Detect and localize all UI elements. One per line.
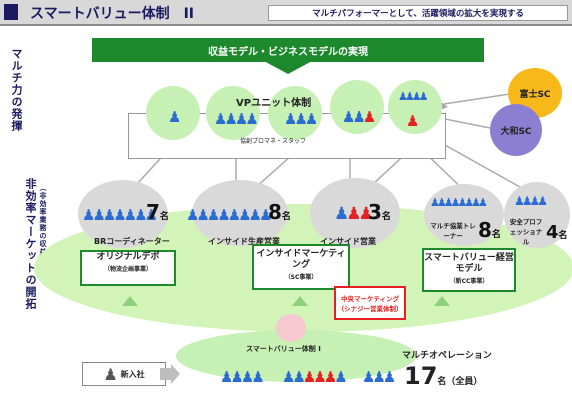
person-icon-group: ♟ xyxy=(168,108,182,126)
arrow-right-icon xyxy=(160,364,180,384)
label-multi-power: マルチ力の発揮 xyxy=(10,48,23,132)
goal-banner: 収益モデル・ビジネスモデルの実現 xyxy=(92,38,484,62)
yamato-sc-circle: 大和SC xyxy=(490,104,542,156)
central-marketing-box: 中央マーケティング（シナジー営業体制） xyxy=(334,286,406,320)
group-circle-inside-production xyxy=(192,180,288,246)
group-count: 8名 xyxy=(268,200,291,224)
person-icon-group: ♟♟♟♟♟♟♟ xyxy=(82,206,158,224)
person-icon: ♟ xyxy=(103,364,117,384)
group-count: 7名 xyxy=(146,200,169,224)
person-icon-group: ♟♟♟♟ xyxy=(214,110,259,128)
person-icon-group: ♟♟♟ xyxy=(284,110,318,128)
vp-circle xyxy=(206,86,260,140)
person-icon-group: ♟ xyxy=(406,112,420,130)
person-icon-group: ♟♟♟ xyxy=(362,368,396,386)
vp-circle xyxy=(330,80,384,134)
new-hire-box: ♟ 新入社 xyxy=(82,362,166,386)
person-icon-group: ♟♟♟♟♟♟♟♟ xyxy=(430,196,488,209)
group-count: 8名 xyxy=(478,218,501,242)
person-icon-group: ♟♟♟ xyxy=(334,204,374,224)
vp-unit-title: VPユニット体制 xyxy=(236,98,312,109)
person-icon-group: ♟♟♟♟ xyxy=(514,194,548,208)
up-arrow-icon xyxy=(292,296,308,306)
group-label: マルチ協業トレーナー xyxy=(430,222,476,240)
group-label: インサイド生産営業 xyxy=(208,237,280,246)
box-original-depot: オリジナルデポ （物流企画事業） xyxy=(80,250,176,286)
box-subtitle: （物流企画事業） xyxy=(103,266,152,273)
label-monetization: （非効率業務の収益化） xyxy=(39,184,47,272)
group-count: 3名 xyxy=(368,200,391,224)
box-subtitle: （新CC事業） xyxy=(449,278,489,285)
box-title: オリジナルデポ xyxy=(96,252,160,262)
group-circle-multi-trainer xyxy=(424,184,504,246)
header-mark xyxy=(4,4,18,20)
box-smart-value-model: スマートバリュー経営モデル （新CC事業） xyxy=(422,248,516,292)
up-arrow-icon xyxy=(122,296,138,306)
page-subtitle: マルチパフォーマーとして、活躍領域の拡大を実現する xyxy=(268,5,568,21)
person-icon-group: ♟♟♟♟♟♟♟♟ xyxy=(186,206,273,224)
vp-staff-label: 協創プロマネ・スタッフ xyxy=(240,138,307,145)
up-arrow-icon xyxy=(434,296,450,306)
vp-circle xyxy=(268,86,322,140)
box-inside-marketing: インサイドマーケティング （SC事業） xyxy=(252,244,350,290)
multi-operation-label: マルチオペレーション xyxy=(402,351,492,361)
vp-circle xyxy=(146,86,200,140)
vp-circle xyxy=(388,80,442,134)
person-icon-group: ♟♟♟♟♟♟ xyxy=(282,368,348,386)
label-inefficient-market: 非効率マーケットの開拓 xyxy=(24,178,37,310)
system-i-circle xyxy=(276,314,306,342)
box-title: インサイドマーケティング xyxy=(256,249,346,270)
group-label: インサイド営業 xyxy=(320,237,376,246)
page-title: スマートバリュー体制 II xyxy=(30,6,194,22)
system-i-label: スマートバリュー体制 I xyxy=(246,345,321,353)
group-circle-inside-sales xyxy=(310,178,400,248)
group-circle-br xyxy=(78,180,168,248)
group-label: BRコーディネーター xyxy=(94,237,170,246)
person-icon-group: ♟♟♟♟ xyxy=(220,368,265,386)
multi-operation-count: 17名（全員） xyxy=(404,362,483,390)
person-icon-group: ♟♟♟♟ xyxy=(398,90,429,103)
box-title: スマートバリュー経営モデル xyxy=(424,253,514,274)
new-hire-label: 新入社 xyxy=(120,369,145,379)
person-icon-group: ♟♟♟ xyxy=(342,108,376,126)
group-count: 4名 xyxy=(546,222,568,243)
box-subtitle: （SC事業） xyxy=(284,274,318,281)
group-label: 安全プロフェッショナル xyxy=(509,218,543,246)
group-circle-safety xyxy=(504,182,570,248)
